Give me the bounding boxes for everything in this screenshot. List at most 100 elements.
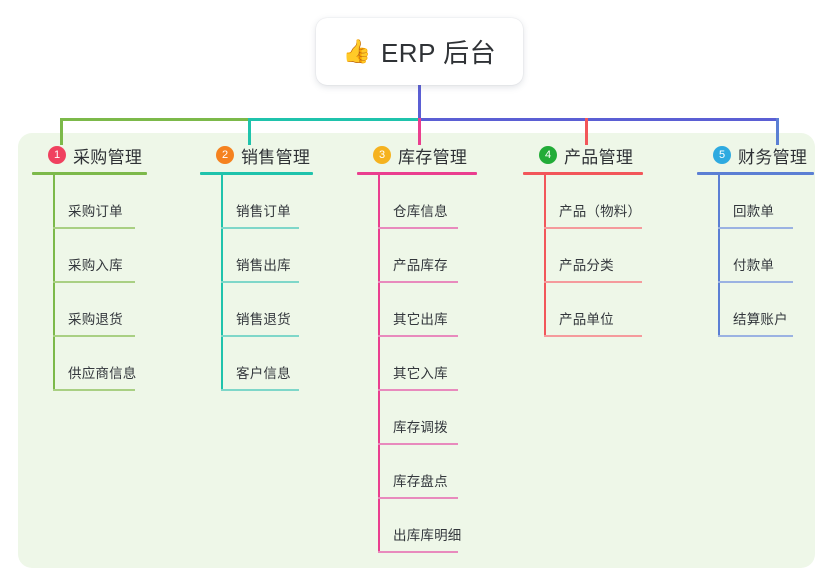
leaf-item[interactable]: 付款单	[697, 229, 814, 283]
leaf-item-label: 回款单	[733, 204, 775, 219]
leaf-item-label: 采购退货	[68, 312, 123, 327]
leaf-item-rule	[221, 389, 299, 391]
leaf-item-label: 其它出库	[393, 312, 448, 327]
branch-rule	[357, 172, 477, 175]
leaf-item-rule	[378, 227, 458, 229]
branch-4: 4 产品管理产品（物料） 产品分类产品单位	[523, 143, 643, 337]
branch-spine	[221, 175, 223, 391]
leaf-item-label: 采购订单	[68, 204, 123, 219]
branch-header-3[interactable]: 3 库存管理	[357, 143, 477, 167]
branch-number-badge: 3	[373, 146, 391, 164]
branch-rule	[32, 172, 147, 175]
leaf-item-label: 产品库存	[393, 258, 448, 273]
leaf-item[interactable]: 客户信息	[200, 337, 313, 391]
leaf-item-label: 产品分类	[559, 258, 614, 273]
branch-leaf-list: 销售订单销售出库销售退货客户信息	[200, 175, 313, 391]
branch-2: 2 销售管理销售订单销售出库销售退货客户信息	[200, 143, 313, 391]
leaf-item-label: 客户信息	[236, 366, 291, 381]
branch-number-badge: 1	[48, 146, 66, 164]
branch-rule	[523, 172, 643, 175]
leaf-item[interactable]: 供应商信息	[32, 337, 147, 391]
leaf-item-label: 采购入库	[68, 258, 123, 273]
branch-title: 产品管理	[564, 147, 634, 167]
leaf-item-label: 销售订单	[236, 204, 291, 219]
branch-leaf-list: 采购订单采购入库采购退货供应商信息	[32, 175, 147, 391]
branch-rule	[200, 172, 313, 175]
leaf-item-rule	[221, 281, 299, 283]
leaf-item-label: 产品单位	[559, 312, 614, 327]
leaf-item-rule	[378, 443, 458, 445]
leaf-item-rule	[221, 227, 299, 229]
root-node[interactable]: 👍 ERP 后台	[316, 18, 523, 85]
diagram-background-panel	[18, 133, 815, 568]
leaf-item-rule	[378, 389, 458, 391]
leaf-item-rule	[378, 551, 458, 553]
leaf-item[interactable]: 采购订单	[32, 175, 147, 229]
leaf-item[interactable]: 采购入库	[32, 229, 147, 283]
root-title: ERP 后台	[380, 38, 497, 68]
branch-1: 1 采购管理采购订单采购入库采购退货供应商信息	[32, 143, 147, 391]
leaf-item[interactable]: 其它出库	[357, 283, 477, 337]
thumbs-up-icon: 👍	[342, 38, 372, 64]
leaf-item-label: 结算账户	[733, 312, 788, 327]
leaf-item-label: 付款单	[733, 258, 775, 273]
leaf-item-rule	[53, 335, 135, 337]
branch-number-badge: 4	[539, 146, 557, 164]
leaf-item-rule	[544, 281, 642, 283]
branch-leaf-list: 产品（物料） 产品分类产品单位	[523, 175, 643, 337]
leaf-item[interactable]: 库存盘点	[357, 445, 477, 499]
leaf-item-rule	[718, 335, 793, 337]
leaf-item[interactable]: 产品库存	[357, 229, 477, 283]
branch-spine	[718, 175, 720, 337]
branch-spine	[378, 175, 380, 553]
leaf-item-label: 销售出库	[236, 258, 291, 273]
leaf-item-rule	[718, 227, 793, 229]
leaf-item-rule	[378, 497, 458, 499]
branch-title: 采购管理	[73, 147, 143, 167]
leaf-item-label: 库存调拨	[393, 420, 448, 435]
leaf-item[interactable]: 产品（物料）	[523, 175, 643, 229]
leaf-item[interactable]: 结算账户	[697, 283, 814, 337]
leaf-item[interactable]: 销售订单	[200, 175, 313, 229]
root-label: 👍 ERP 后台	[343, 33, 496, 70]
leaf-item-label: 库存盘点	[393, 474, 448, 489]
leaf-item[interactable]: 销售出库	[200, 229, 313, 283]
leaf-item-rule	[53, 281, 135, 283]
leaf-item-rule	[544, 335, 642, 337]
leaf-item-rule	[53, 227, 135, 229]
leaf-item-label: 供应商信息	[68, 366, 137, 381]
leaf-item-label: 销售退货	[236, 312, 291, 327]
leaf-item[interactable]: 产品分类	[523, 229, 643, 283]
leaf-item-label: 产品（物料）	[559, 204, 642, 219]
leaf-item[interactable]: 销售退货	[200, 283, 313, 337]
leaf-item[interactable]: 产品单位	[523, 283, 643, 337]
leaf-item-rule	[544, 227, 642, 229]
leaf-item-rule	[378, 281, 458, 283]
leaf-item-label: 其它入库	[393, 366, 448, 381]
branch-title: 库存管理	[398, 147, 468, 167]
leaf-item[interactable]: 仓库信息	[357, 175, 477, 229]
leaf-item-label: 出库库明细	[393, 528, 462, 543]
leaf-item-rule	[378, 335, 458, 337]
leaf-item[interactable]: 回款单	[697, 175, 814, 229]
branch-header-2[interactable]: 2 销售管理	[200, 143, 313, 167]
branch-number-badge: 2	[216, 146, 234, 164]
branch-rule	[697, 172, 814, 175]
leaf-item[interactable]: 库存调拨	[357, 391, 477, 445]
leaf-item[interactable]: 采购退货	[32, 283, 147, 337]
leaf-item-label: 仓库信息	[393, 204, 448, 219]
branch-spine	[53, 175, 55, 391]
leaf-item[interactable]: 出库库明细	[357, 499, 477, 553]
branch-title: 销售管理	[241, 147, 311, 167]
branch-spine	[544, 175, 546, 337]
branch-header-4[interactable]: 4 产品管理	[523, 143, 643, 167]
branch-title: 财务管理	[738, 147, 808, 167]
leaf-item[interactable]: 其它入库	[357, 337, 477, 391]
leaf-item-rule	[221, 335, 299, 337]
branch-header-1[interactable]: 1 采购管理	[32, 143, 147, 167]
branch-leaf-list: 回款单付款单结算账户	[697, 175, 814, 337]
branch-leaf-list: 仓库信息产品库存其它出库其它入库库存调拨库存盘点出库库明细	[357, 175, 477, 553]
